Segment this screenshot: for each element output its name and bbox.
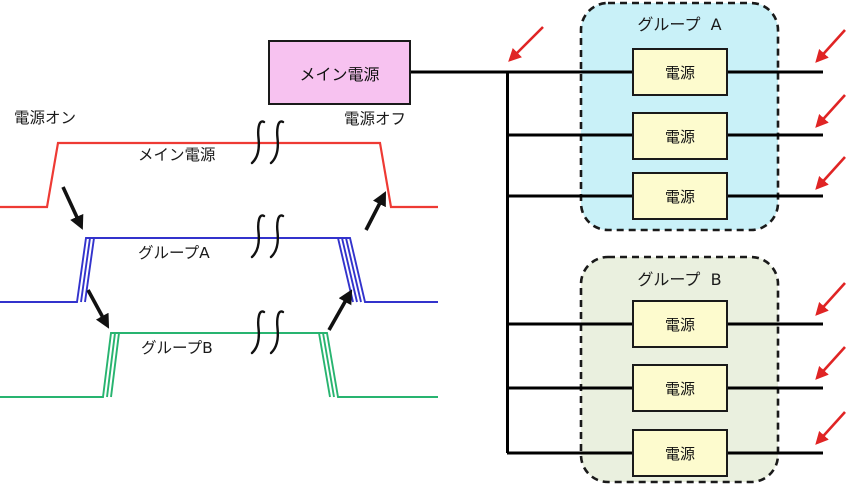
pointer-a1-output (815, 29, 846, 63)
waveform-label-group-a: グループA (138, 244, 210, 262)
power-unit-b1: 電源 (632, 300, 728, 348)
group-a-title: グループ A (637, 15, 722, 34)
waveform-group-a-fall-2 (337, 237, 354, 303)
waveform-group-a (0, 237, 438, 303)
waveform-label-group-b: グループB (141, 339, 213, 357)
waveform-main-power (0, 141, 438, 209)
red-pointer-arrows (508, 26, 846, 445)
power-unit-a3: 電源 (632, 172, 728, 220)
waveform-group-b-main (0, 332, 438, 398)
arrow-group-a-to-main-off (364, 191, 386, 231)
power-off-label: 電源オフ (344, 110, 407, 128)
waveform-group-a-fall-3 (341, 237, 358, 303)
pointer-a3-output (815, 156, 846, 190)
pointer-a2-output (815, 94, 846, 128)
waveform-group-a-rise-3 (84, 237, 95, 303)
pointer-b3-output (815, 411, 846, 445)
waveform-group-b-rise-2 (106, 332, 116, 398)
waveform-group-b (0, 332, 438, 398)
group-b-title: グループ B (637, 270, 722, 289)
power-unit-a2: 電源 (632, 112, 728, 160)
waveform-group-b-rise-3 (110, 332, 120, 398)
power-on-label: 電源オン (14, 109, 77, 127)
arrow-group-b-to-group-a-off (327, 289, 353, 331)
power-unit-a1: 電源 (632, 48, 728, 96)
waveform-label-main-power: メイン電源 (138, 146, 216, 164)
break-mark (250, 214, 266, 259)
waveform-group-a-rise-2 (80, 237, 91, 303)
pointer-b2-output (815, 346, 846, 380)
arrow-group-a-to-group-b-on (86, 289, 110, 329)
pointer-main-bus (508, 26, 544, 62)
power-unit-b2: 電源 (632, 364, 728, 412)
arrow-main-to-group-a-on (61, 186, 84, 230)
power-unit-b3: 電源 (632, 429, 728, 477)
waveform-group-b-fall-2 (318, 332, 331, 398)
waveform-group-a-main (0, 237, 438, 303)
sequence-arrows (61, 186, 386, 331)
break-mark (269, 214, 285, 259)
pointer-b1-output (815, 282, 846, 316)
waveform-group-a-fall-4 (345, 237, 362, 303)
waveform-group-b-fall-3 (322, 332, 335, 398)
main-power-box: メイン電源 (268, 40, 411, 105)
